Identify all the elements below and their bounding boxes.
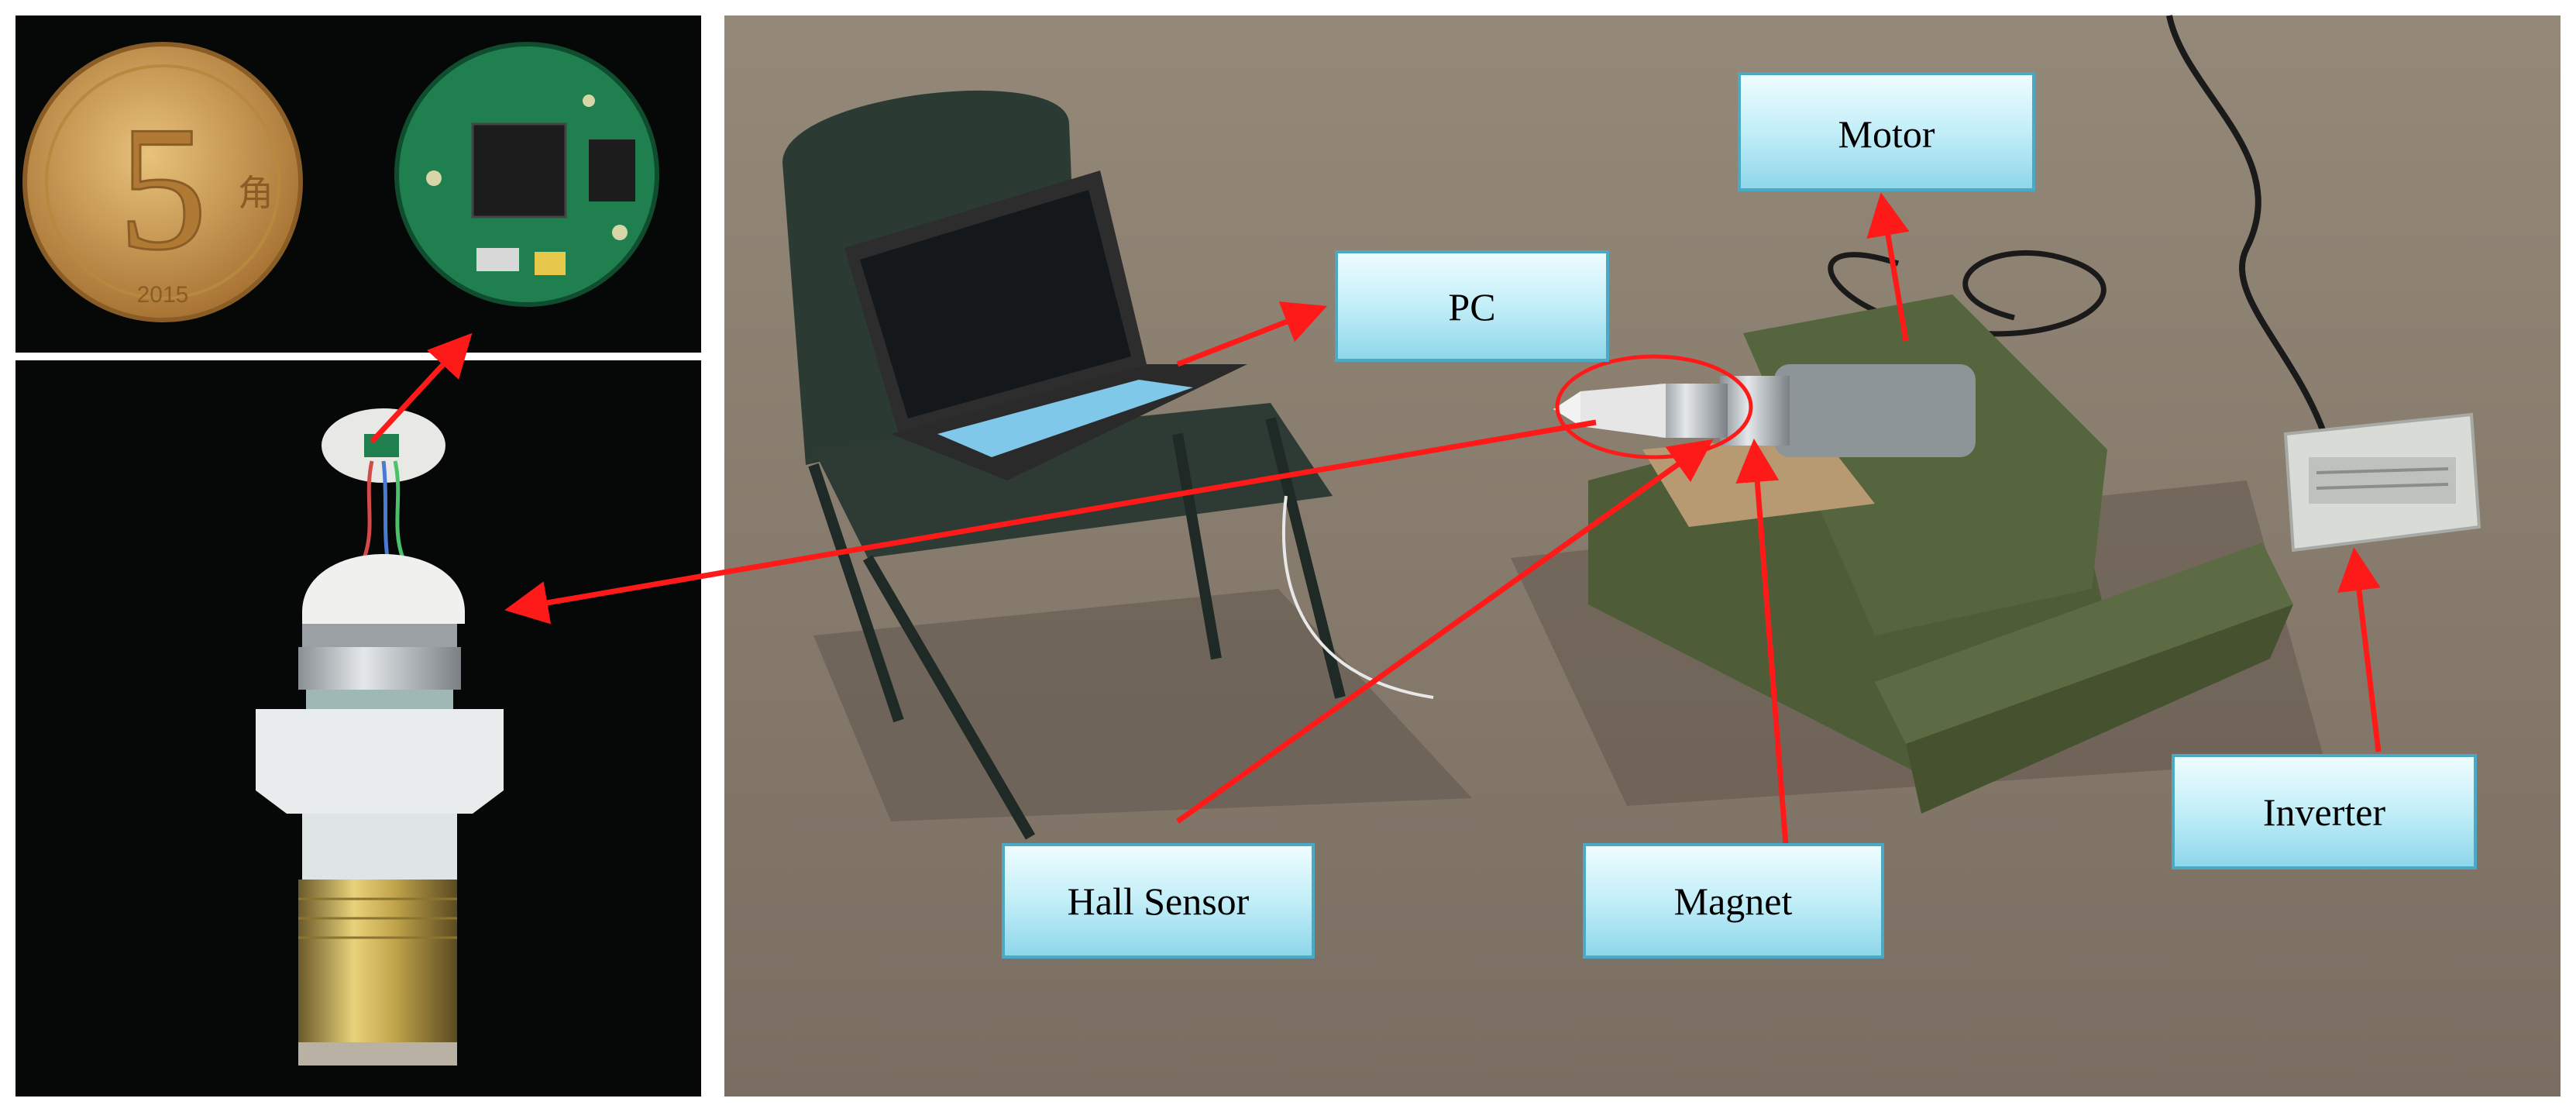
coin-denomination: 5 bbox=[119, 89, 208, 287]
coin: 5 角 2015 bbox=[22, 42, 303, 322]
assembly-arrow bbox=[504, 419, 1597, 625]
hall-sensor-arrow bbox=[1175, 439, 1714, 824]
pc-arrow bbox=[1176, 301, 1328, 367]
label-hall-sensor-text: Hall Sensor bbox=[1068, 880, 1250, 923]
inverter-arrow bbox=[2337, 547, 2382, 752]
coin-unit: 角 bbox=[238, 172, 273, 214]
label-pc: PC bbox=[1335, 250, 1609, 362]
label-magnet-text: Magnet bbox=[1674, 880, 1793, 923]
sensor-highlight-circle bbox=[1555, 354, 1753, 460]
laptop bbox=[844, 170, 1247, 480]
motor bbox=[1553, 364, 1976, 457]
label-pc-text: PC bbox=[1448, 285, 1495, 329]
label-magnet: Magnet bbox=[1583, 843, 1884, 959]
magnet-arrow bbox=[1735, 439, 1789, 845]
label-inverter: Inverter bbox=[2172, 754, 2477, 869]
label-inverter-text: Inverter bbox=[2263, 790, 2386, 834]
coin-year: 2015 bbox=[137, 282, 189, 308]
coin-pcb-photo: 5 角 2015 bbox=[15, 15, 701, 353]
label-motor-text: Motor bbox=[1838, 112, 1935, 156]
pcb-board bbox=[394, 42, 659, 307]
sensor-assembly-photo bbox=[15, 360, 701, 1097]
annotation-arrows bbox=[370, 192, 2382, 845]
label-hall-sensor: Hall Sensor bbox=[1002, 843, 1315, 959]
label-motor: Motor bbox=[1738, 72, 2035, 191]
motor-arrow bbox=[1866, 192, 1910, 342]
pcb-arrow bbox=[370, 332, 473, 444]
inverter-box bbox=[2283, 412, 2481, 553]
